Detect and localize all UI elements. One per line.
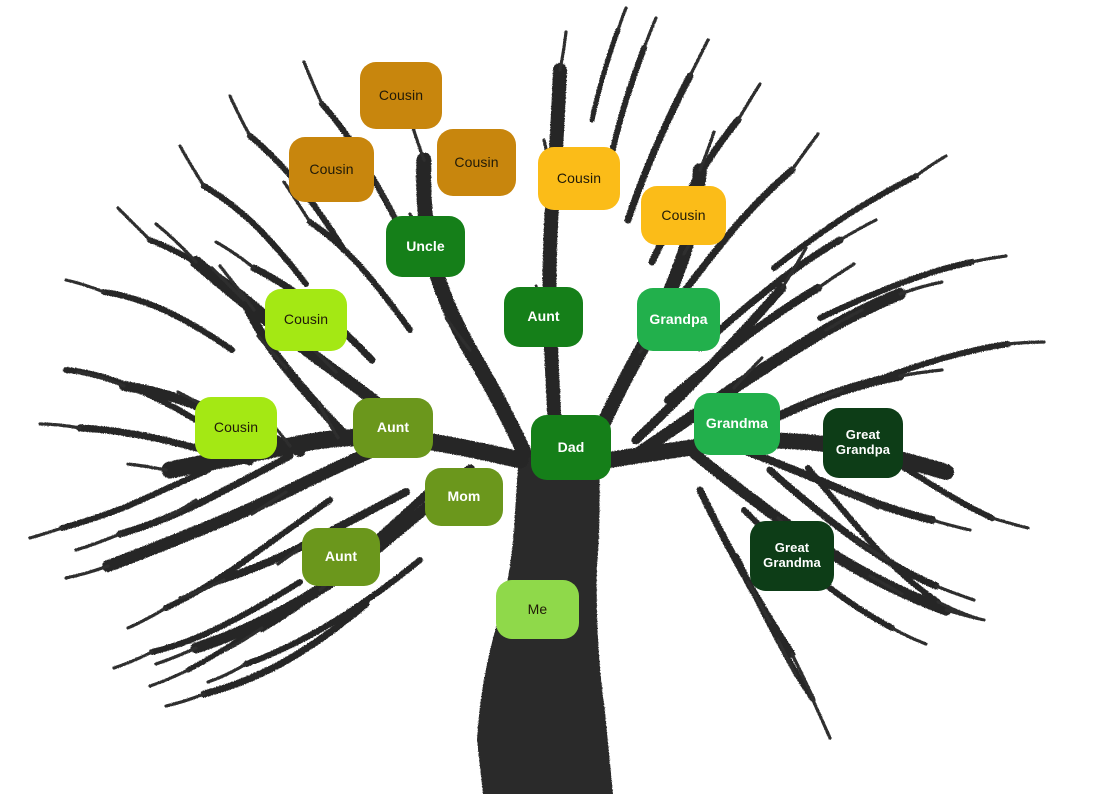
family-node-dad[interactable]: Dad	[531, 415, 611, 480]
family-node-me[interactable]: Me	[496, 580, 579, 639]
family-node-cousin-1[interactable]: Cousin	[360, 62, 442, 129]
family-node-aunt-mid[interactable]: Aunt	[353, 398, 433, 458]
family-node-cousin-4[interactable]: Cousin	[538, 147, 620, 210]
family-node-cousin-2[interactable]: Cousin	[289, 137, 374, 202]
family-node-cousin-7[interactable]: Cousin	[195, 397, 277, 459]
family-node-cousin-3[interactable]: Cousin	[437, 129, 516, 196]
family-node-mom[interactable]: Mom	[425, 468, 503, 526]
family-node-aunt-center[interactable]: Aunt	[504, 287, 583, 347]
family-node-cousin-5[interactable]: Cousin	[641, 186, 726, 245]
family-node-uncle[interactable]: Uncle	[386, 216, 465, 277]
family-node-aunt-left[interactable]: Aunt	[302, 528, 380, 586]
family-node-great-grandma[interactable]: Great Grandma	[750, 521, 834, 591]
family-node-grandpa[interactable]: Grandpa	[637, 288, 720, 351]
family-node-grandma[interactable]: Grandma	[694, 393, 780, 455]
family-node-great-grandpa[interactable]: Great Grandpa	[823, 408, 903, 478]
family-node-cousin-6[interactable]: Cousin	[265, 289, 347, 351]
